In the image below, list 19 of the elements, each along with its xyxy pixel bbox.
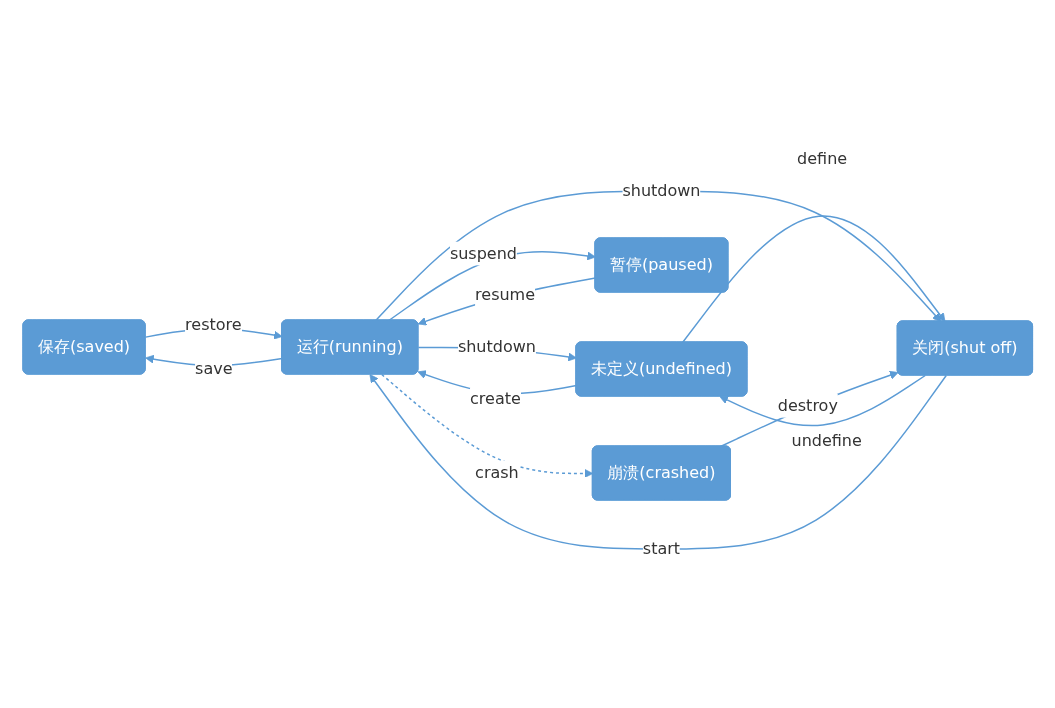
edge-label: start (642, 539, 680, 558)
arrow (417, 277, 596, 326)
arrow (681, 215, 946, 344)
edge-label: define (796, 149, 847, 168)
edge-label: crash (474, 463, 519, 482)
edge-label: destroy (777, 395, 838, 415)
edge-label: suspend (449, 243, 517, 263)
edge-label: shutdown (457, 337, 536, 356)
edge-label: undefine (791, 430, 862, 450)
edge-label: save (194, 358, 233, 378)
edge-label: resume (474, 284, 535, 304)
edge-label: shutdown (622, 181, 701, 200)
arrow (719, 374, 926, 427)
edge-label: restore (184, 315, 242, 334)
arrow (369, 374, 947, 550)
edge-label: create (469, 389, 521, 409)
arrow (387, 251, 596, 322)
arrow (374, 190, 941, 322)
arrow (380, 373, 593, 478)
